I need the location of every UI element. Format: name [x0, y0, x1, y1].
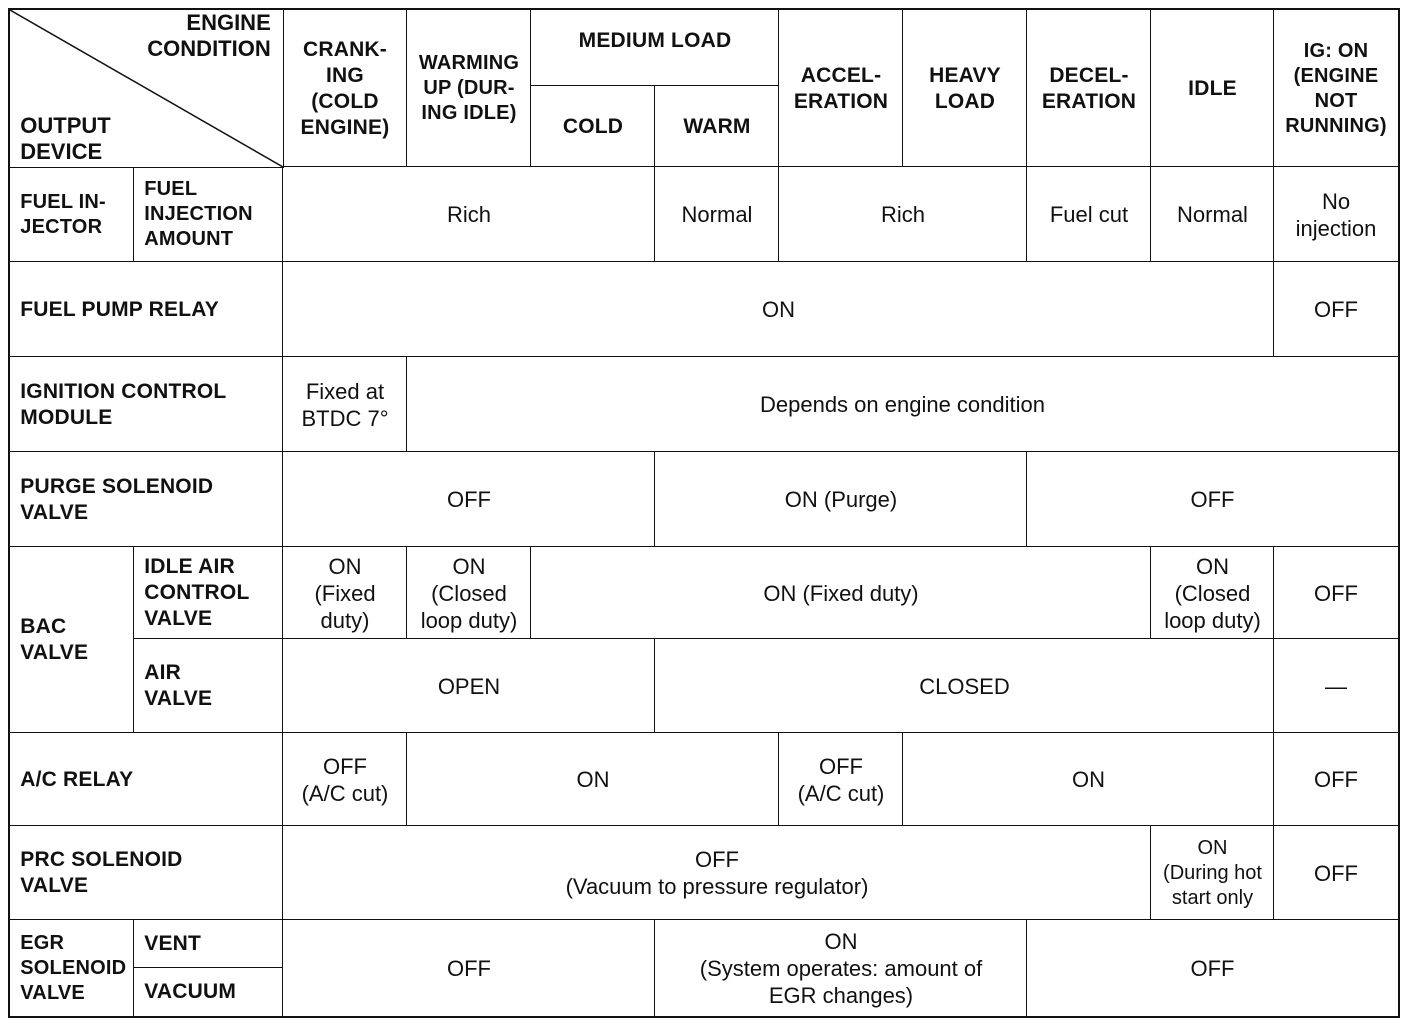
cell-value: Fuel cut	[1026, 166, 1152, 263]
row-prc-solenoid-valve: PRC SOLENOID VALVE	[9, 825, 284, 921]
cell-value: No injection	[1273, 166, 1399, 263]
cell-value: ON (Closed loop duty)	[1150, 546, 1275, 640]
cell-value: ON (Fixed duty)	[530, 546, 1152, 640]
row-air-valve: AIR VALVE	[133, 638, 284, 734]
cell-value: OFF	[1273, 261, 1399, 358]
col-heavy-load: HEAVY LOAD	[902, 9, 1028, 168]
corner-header-cell: ENGINE CONDITION OUTPUT DEVICE	[9, 9, 284, 168]
cell-value: Fixed at BTDC 7°	[282, 356, 408, 453]
col-medium-cold: COLD	[530, 85, 656, 168]
output-device-table: ENGINE CONDITION OUTPUT DEVICE CRANK- IN…	[8, 8, 1400, 1018]
row-fuel-pump-relay: FUEL PUMP RELAY	[9, 261, 284, 358]
cell-value: OFF (A/C cut)	[778, 732, 904, 827]
engine-condition-label: ENGINE CONDITION	[147, 10, 271, 62]
cell-value: Normal	[654, 166, 780, 263]
cell-value: OFF	[1273, 546, 1399, 640]
col-acceleration: ACCEL- ERATION	[778, 9, 904, 168]
cell-value: ON	[282, 261, 1275, 358]
col-medium-load: MEDIUM LOAD	[530, 9, 780, 87]
cell-value: CLOSED	[654, 638, 1275, 734]
corner-diagonal-line	[10, 10, 283, 167]
cell-value: —	[1273, 638, 1399, 734]
cell-value: Normal	[1150, 166, 1275, 263]
cell-value: OFF (A/C cut)	[282, 732, 408, 827]
row-bac-valve: BAC VALVE	[9, 546, 135, 734]
cell-value: ON (During hot start only	[1150, 825, 1275, 921]
cell-value: OFF	[1026, 451, 1399, 548]
cell-value: ON (System operates: amount of EGR chang…	[654, 919, 1028, 1017]
cell-value: Rich	[778, 166, 1028, 263]
cell-value: OFF	[282, 919, 656, 1017]
row-egr-vent: VENT	[133, 919, 284, 969]
col-cranking: CRANK- ING (COLD ENGINE)	[282, 9, 408, 168]
cell-value: ON (Closed loop duty)	[406, 546, 532, 640]
cell-value: OFF	[1273, 732, 1399, 827]
cell-value: ON (Purge)	[654, 451, 1028, 548]
col-deceleration: DECEL- ERATION	[1026, 9, 1152, 168]
cell-value: ON	[406, 732, 780, 827]
cell-value: Depends on engine condition	[406, 356, 1399, 453]
col-ig-on: IG: ON (ENGINE NOT RUNNING)	[1273, 9, 1399, 168]
cell-value: Rich	[282, 166, 656, 263]
cell-value: OFF	[282, 451, 656, 548]
row-ignition-control-module: IGNITION CONTROL MODULE	[9, 356, 284, 453]
cell-value: OFF (Vacuum to pressure regulator)	[282, 825, 1152, 921]
row-purge-solenoid-valve: PURGE SOLENOID VALVE	[9, 451, 284, 548]
row-egr-vacuum: VACUUM	[133, 967, 284, 1017]
row-ac-relay: A/C RELAY	[9, 732, 284, 827]
row-idle-air-control-valve: IDLE AIR CONTROL VALVE	[133, 546, 284, 640]
col-medium-warm: WARM	[654, 85, 780, 168]
row-fuel-injection-amount: FUEL INJECTION AMOUNT	[133, 166, 284, 263]
row-fuel-injector: FUEL IN- JECTOR	[9, 166, 135, 263]
col-warming-up: WARMING UP (DUR- ING IDLE)	[406, 9, 532, 168]
cell-value: OFF	[1026, 919, 1399, 1017]
cell-value: ON	[902, 732, 1275, 827]
cell-value: ON (Fixed duty)	[282, 546, 408, 640]
output-device-label: OUTPUT DEVICE	[20, 112, 111, 164]
row-egr-solenoid-valve: EGR SOLENOID VALVE	[9, 919, 135, 1017]
cell-value: OFF	[1273, 825, 1399, 921]
col-idle: IDLE	[1150, 9, 1275, 168]
cell-value: OPEN	[282, 638, 656, 734]
